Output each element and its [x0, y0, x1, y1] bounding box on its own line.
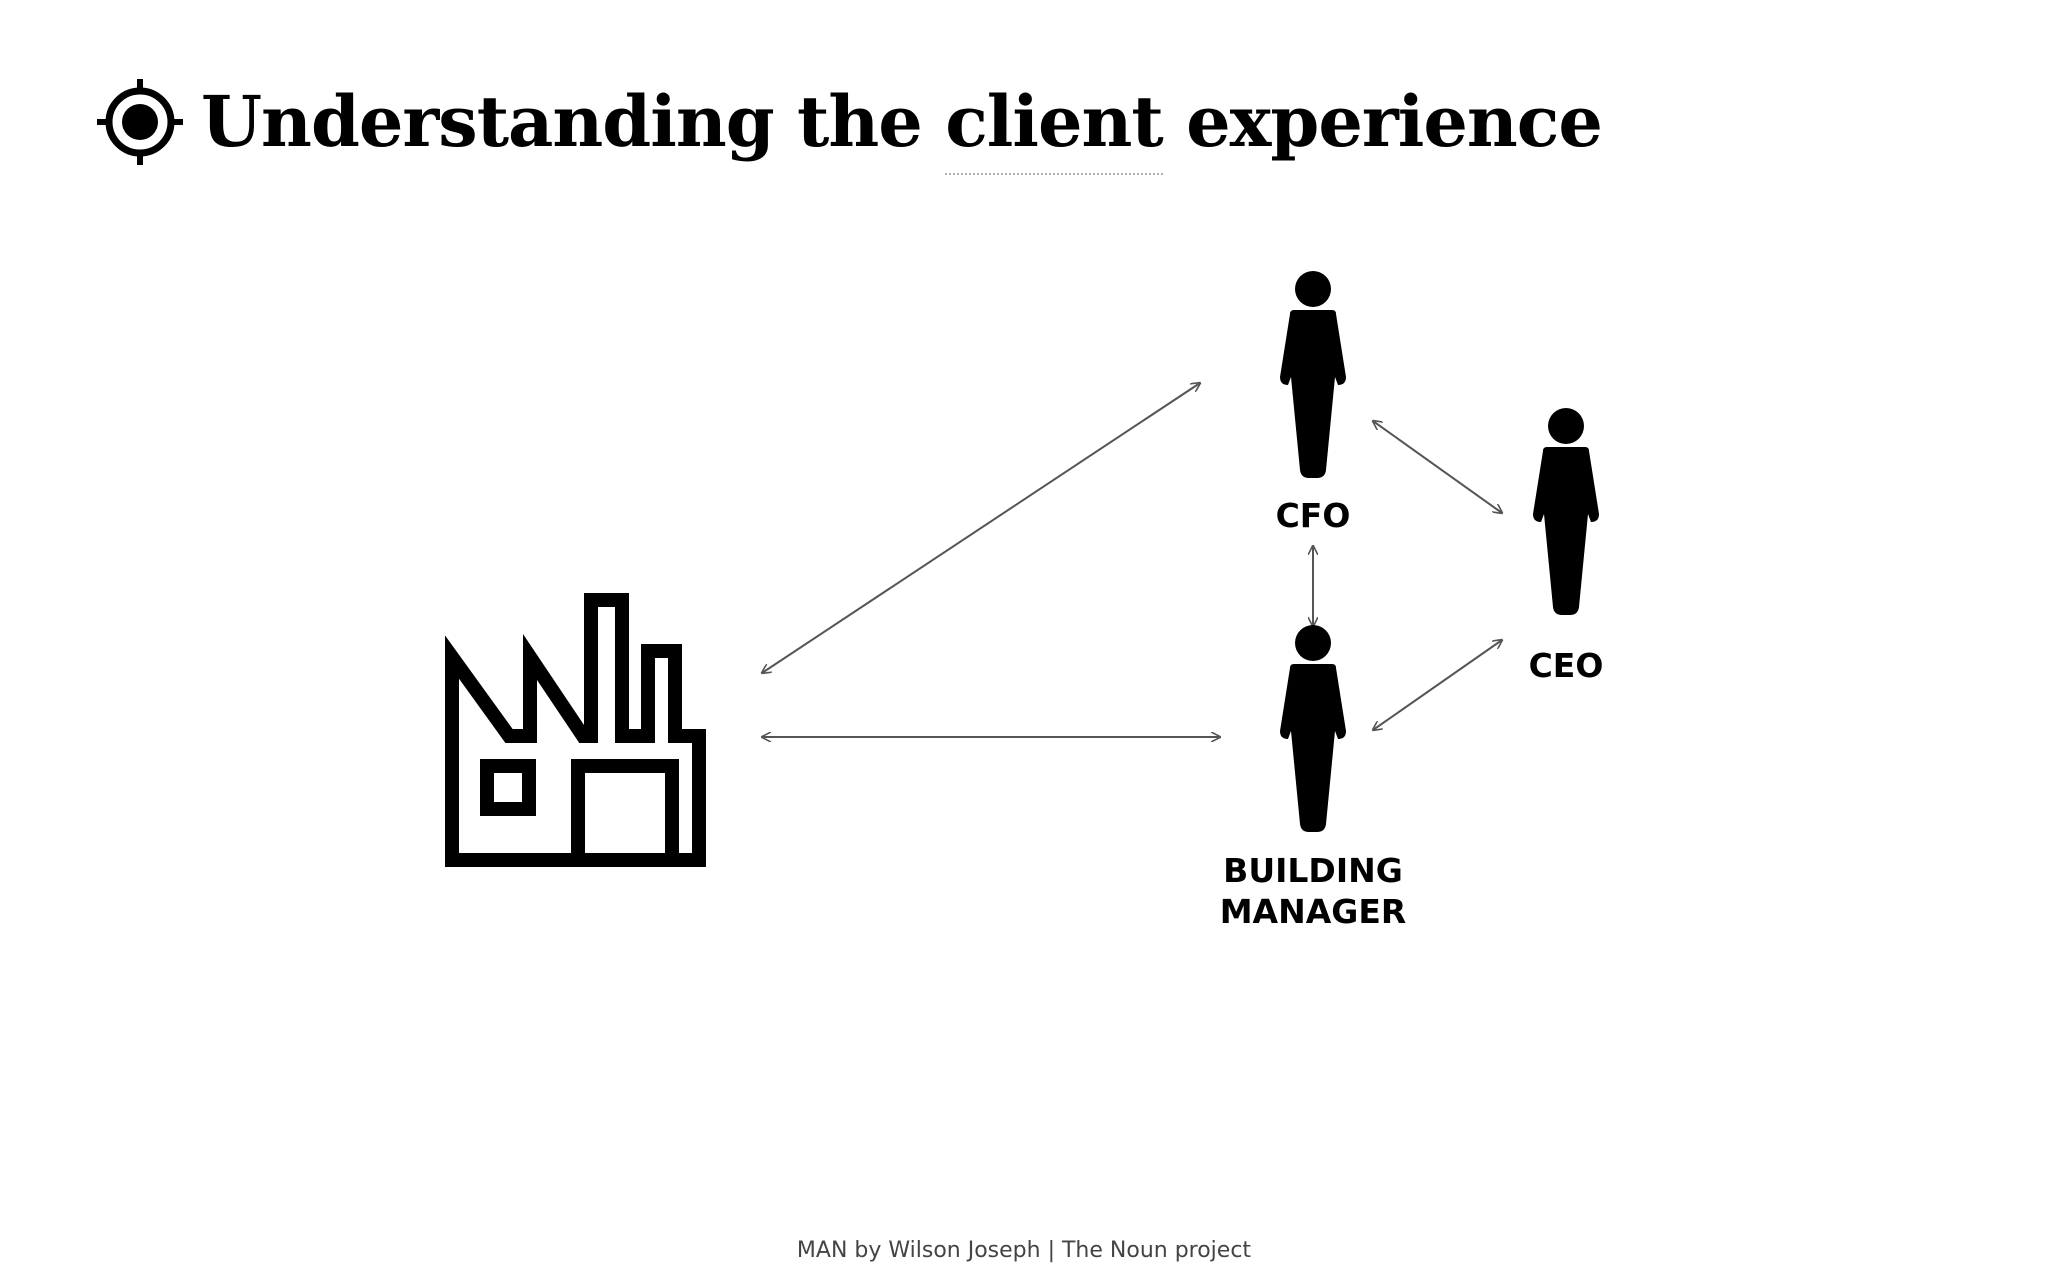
title-text-end: experience — [1162, 80, 1603, 163]
arrow-manager-ceo — [1373, 640, 1502, 730]
slide-header: Understanding the client experience — [97, 72, 1603, 175]
target-icon — [97, 79, 183, 165]
title-highlight: client — [945, 80, 1164, 175]
manager-person-icon — [1280, 625, 1346, 832]
building-manager-label: BUILDING MANAGER — [1163, 850, 1463, 932]
cfo-label: CFO — [1275, 496, 1351, 535]
page-title: Understanding the client experience — [201, 80, 1603, 175]
manager-label-line1: BUILDING — [1223, 851, 1403, 890]
cfo-person-icon — [1280, 271, 1346, 478]
ceo-label: CEO — [1528, 646, 1604, 685]
image-credit: MAN by Wilson Joseph | The Noun project — [796, 1238, 1252, 1263]
title-text-start: Understanding the — [201, 80, 946, 163]
factory-icon — [445, 593, 706, 867]
ceo-person-icon — [1533, 408, 1599, 615]
manager-label-line2: MANAGER — [1219, 892, 1407, 931]
arrow-factory-cfo — [762, 383, 1200, 673]
connection-arrows — [762, 383, 1502, 737]
arrow-cfo-ceo — [1373, 421, 1502, 513]
